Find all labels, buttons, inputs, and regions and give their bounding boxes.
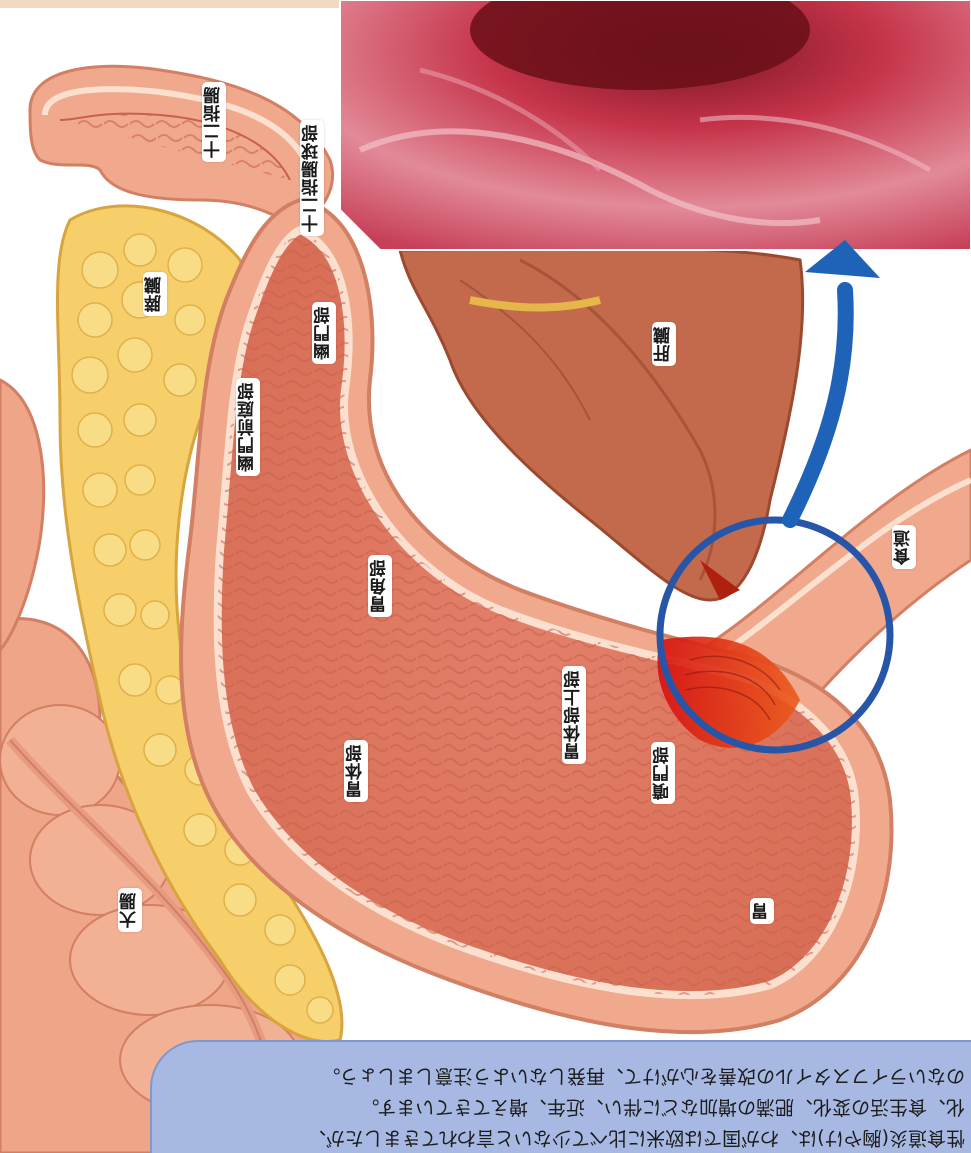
label-duodenal-bulb: 十二指腸球部 [300,120,324,236]
note-line-1: 性食道炎(胸やけ)は、わが国では欧米に比べて少ないと言われてきましたが、 [178,1122,971,1153]
liver [400,248,803,601]
label-stomach: 胃 [750,898,774,924]
explanation-text: 性食道炎(胸やけ)は、わが国では欧米に比べて少ないと言われてきましたが、 化、食… [178,1048,971,1153]
note-line-3: のないライフスタイルの改善を心がけて、再発しないよう注意しましょう。 [178,1060,971,1091]
colon-segment [0,380,44,650]
label-pyloric-antrum: 幽門前庭部 [236,378,260,476]
explanation-box: 性食道炎(胸やけ)は、わが国では欧米に比べて少ないと言われてきましたが、 化、食… [150,1040,971,1153]
label-pancreas: 膵臓 [143,272,167,316]
label-duodenum: 十二指腸 [202,82,226,162]
label-esophagus: 食道 [892,525,916,569]
label-body: 胃体部 [344,740,368,802]
label-cardia: 噴門部 [651,742,675,804]
label-angular: 胃角部 [368,555,392,617]
endoscope-photo [340,0,971,250]
note-line-2: 化、食生活の変化、肥満の増加などに伴い、近年、増えてきています。 [178,1091,971,1122]
label-pylorus: 幽門部 [312,302,336,364]
label-liver: 肝臓 [652,322,676,366]
label-large-intestine: 大腸 [118,888,142,932]
label-upper-body: 胃体部上部 [562,666,586,764]
